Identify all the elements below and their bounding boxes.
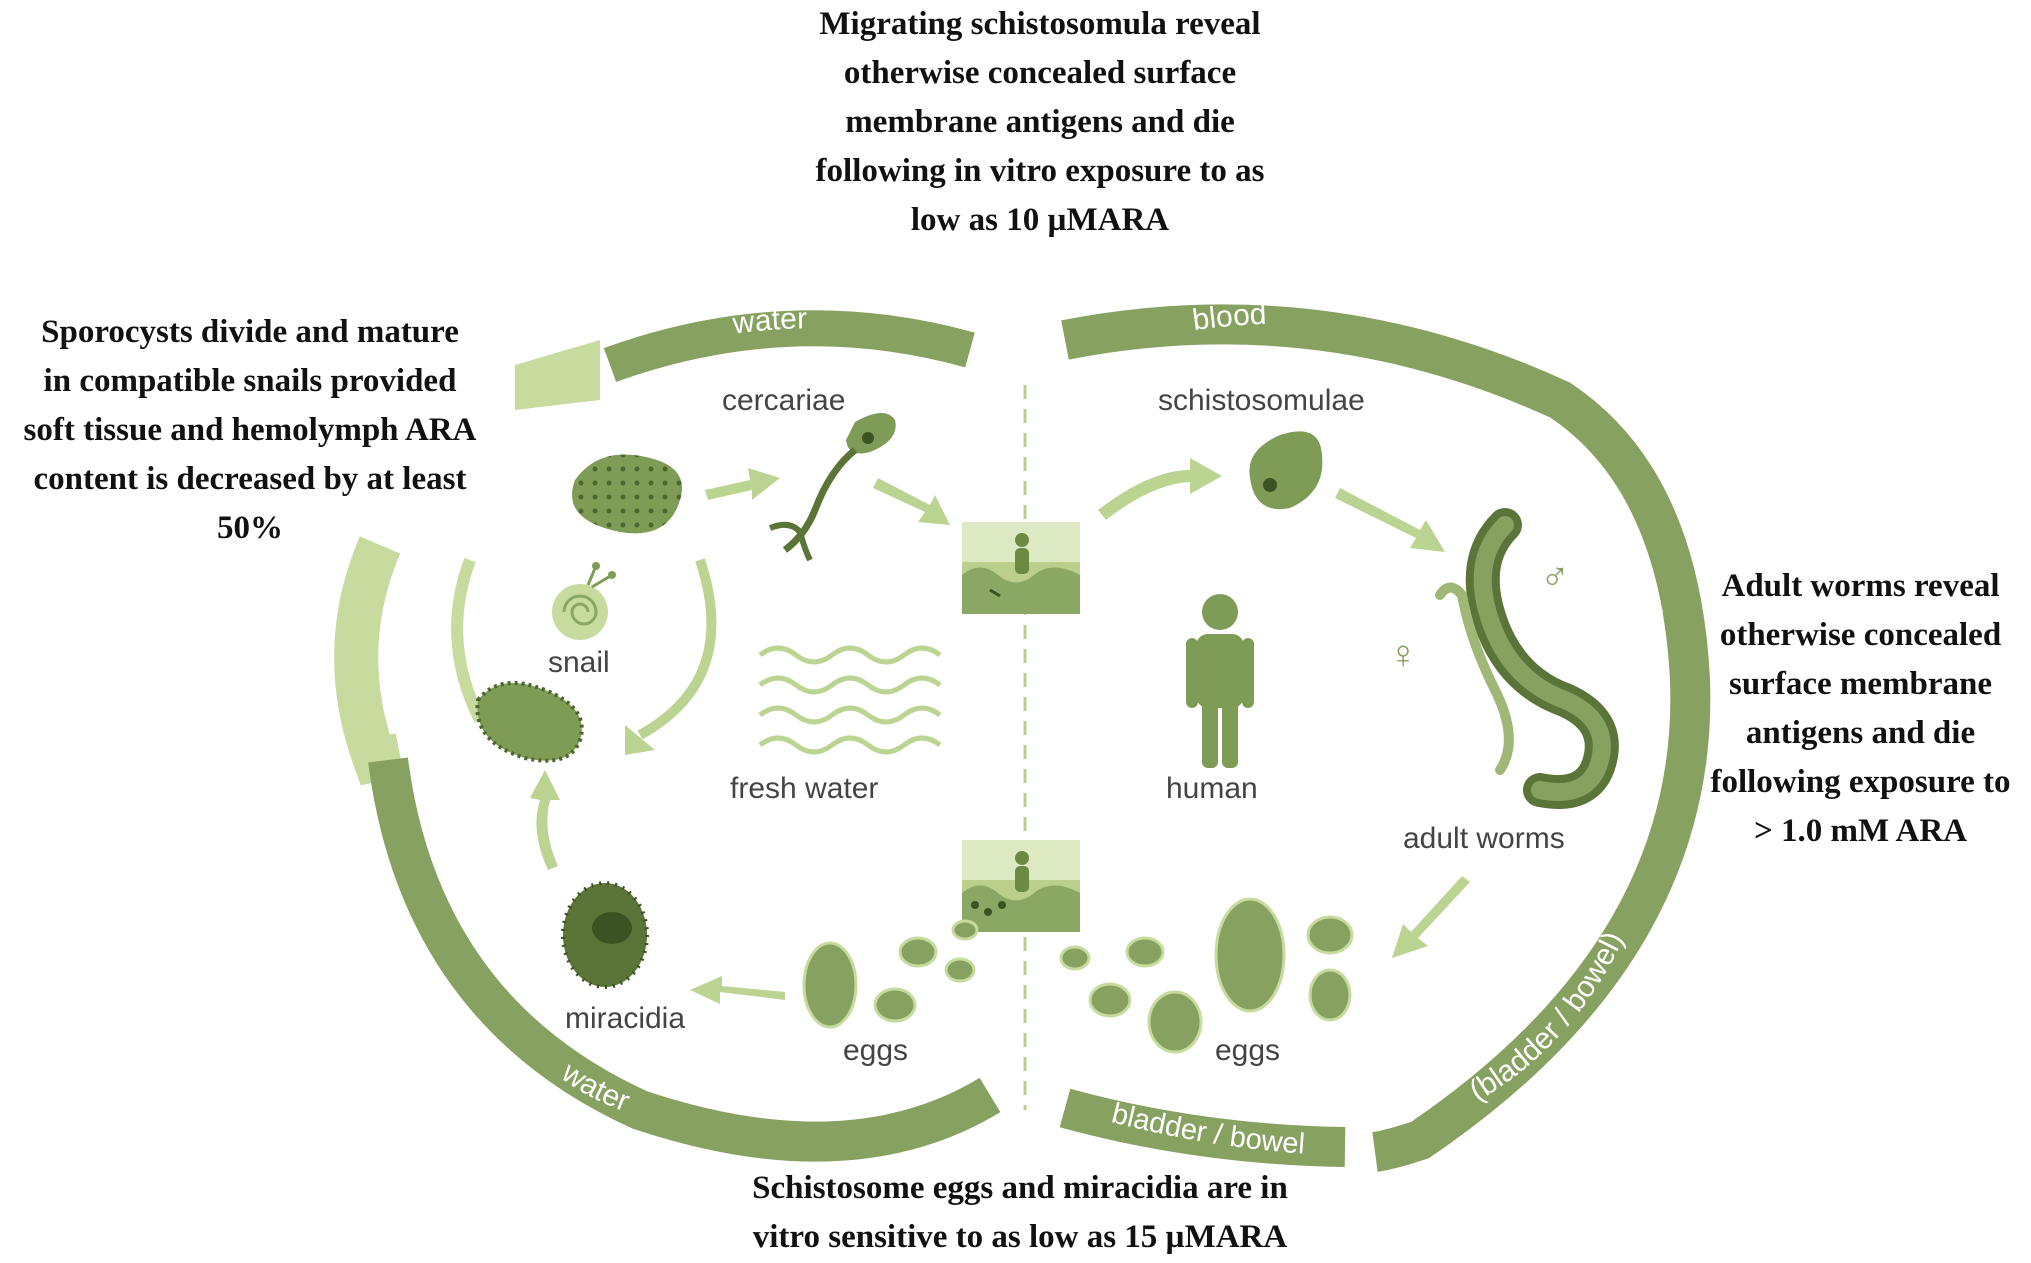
label-cercariae: cercariae [722,384,845,417]
eggs-left-icon [802,919,979,1029]
outer-ring [334,304,1711,1172]
stage-labels: cercariae schistosomulae snail fresh wat… [548,384,1565,1067]
label-miracidia: miracidia [565,1002,685,1035]
water-scene-top [962,522,1080,614]
caption-sporocysts: Sporocysts divide and mature in compatib… [23,314,477,546]
arc-label-bladder-bowel-side: (bladder / bowel) [1464,927,1631,1108]
female-symbol: ♀ [1388,633,1418,677]
label-eggs-right: eggs [1215,1034,1280,1067]
arc-label-blood: blood [1190,298,1267,337]
arrow-eggs-to-miracidia [690,976,785,1004]
bladder-bowel-bottom-arc [1059,1088,1346,1167]
arrow-sporocyst-to-cercariae [705,468,780,500]
eggs-right-icon [1059,897,1354,1054]
caption-adult-worms: Adult worms reveal otherwise concealed s… [1710,568,2011,849]
label-eggs-left: eggs [843,1034,908,1067]
arrow-cercariae-to-water [873,478,950,525]
water-scene-bottom [962,840,1080,932]
left-arc-light [334,536,405,786]
schistosomula-icon [1249,431,1323,510]
human-icon [1186,594,1254,768]
snail-cycle-arc-left [451,557,486,723]
miracidium-icon [561,881,649,989]
label-snail: snail [548,646,610,679]
water-arc-top-left-light [515,340,600,410]
arc-labels: water blood ( liver ) (bladder / bowel) … [555,298,1669,1161]
blood-arc [1061,304,1711,1172]
arc-label-water-top: water [730,302,807,341]
wave-icon [758,645,942,755]
water-arc-top [603,310,975,382]
adult-worms-icon [1435,508,1619,809]
sporocyst-bottom [475,681,584,763]
sporocyst-top [572,454,682,534]
caption-schistosomula: Migrating schistosomula reveal otherwise… [815,6,1265,238]
snail-cycle [451,557,717,755]
arrow-water-to-schistosomulae [1098,458,1222,520]
flow-arrows [530,458,1470,1004]
arrow-adult-to-eggs [1392,876,1470,958]
cercaria-icon [768,412,896,562]
arrow-schistosomulae-to-adult [1335,488,1445,552]
label-human: human [1166,772,1258,805]
caption-eggs-miracidia: Schistosome eggs and miracidia are in vi… [752,1170,1288,1255]
snail-icon [552,562,616,640]
label-fresh-water: fresh water [730,772,878,805]
label-adult-worms: adult worms [1403,822,1565,855]
snail-cycle-arrowhead [625,725,655,755]
arrow-miracidia-to-snail [530,770,560,870]
male-symbol: ♂ [1540,555,1570,599]
left-arc-dark [368,757,1001,1162]
label-schistosomulae: schistosomulae [1158,384,1365,417]
snail-cycle-arc-right [637,558,717,740]
